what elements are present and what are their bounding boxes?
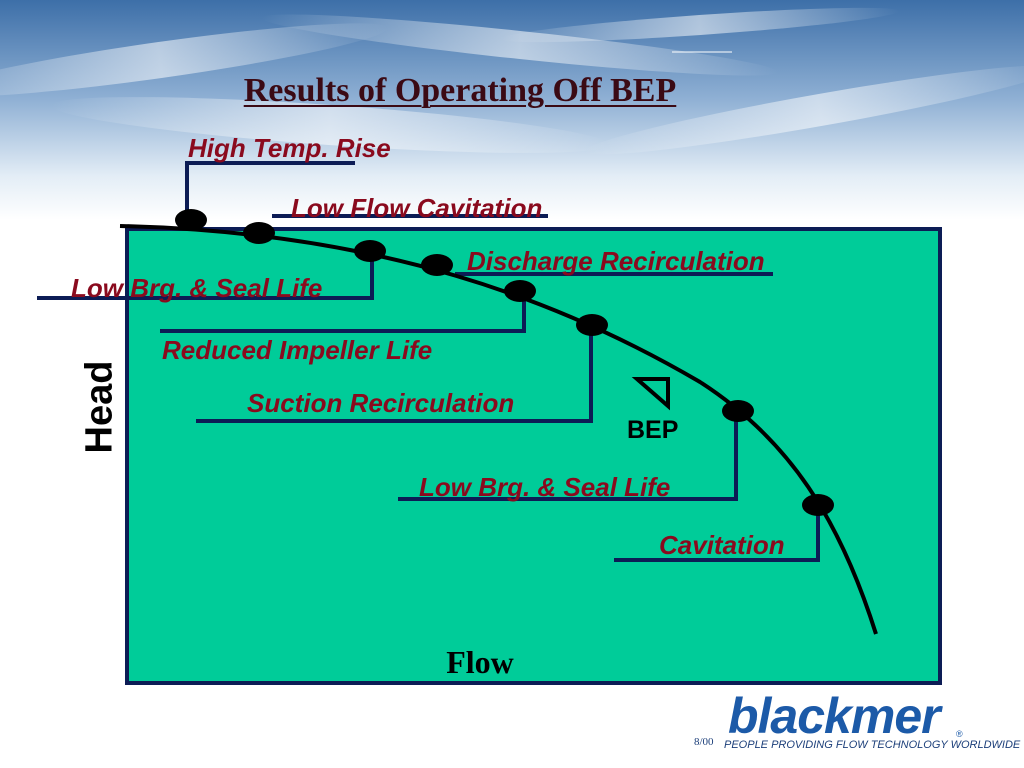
curve-point-reduced-impeller-life: [504, 280, 536, 302]
head-axis-label: Head: [78, 360, 121, 454]
sky-background: [0, 0, 1024, 220]
logo-registered-mark: ®: [956, 729, 963, 739]
curve-point-high-temp-rise: [175, 209, 207, 231]
plot-area: [125, 227, 942, 685]
curve-point-low-brg-seal-life-right: [722, 400, 754, 422]
leader-low-brg-seal-life-left: [37, 252, 374, 300]
slide-title: Results of Operating Off BEP: [243, 72, 677, 109]
curve-point-suction-recirculation: [576, 314, 608, 336]
slide-date: 8/00: [694, 736, 714, 748]
logo-wordmark: blackmer: [728, 688, 941, 744]
curve-point-low-brg-seal-life-left: [354, 240, 386, 262]
label-discharge-recirculation: Discharge Recirculation: [467, 246, 765, 276]
curve-point-low-flow-cavitation: [243, 222, 275, 244]
pump-curve-line: [119, 224, 878, 635]
label-low-brg-seal-life-left: Low Brg. & Seal Life: [71, 273, 323, 303]
leader-low-brg-seal-life-right: [398, 413, 738, 501]
logo-tagline: PEOPLE PROVIDING FLOW TECHNOLOGY WORLDWI…: [724, 739, 1021, 751]
label-low-brg-seal-life-right: Low Brg. & Seal Life: [419, 472, 671, 502]
label-low-flow-cavitation: Low Flow Cavitation: [291, 193, 543, 223]
label-cavitation: Cavitation: [659, 530, 785, 560]
label-suction-recirculation: Suction Recirculation: [247, 388, 515, 418]
curve-point-cavitation: [802, 494, 834, 516]
curve-point-discharge-recirculation: [421, 254, 453, 276]
label-high-temp-rise: High Temp. Rise: [188, 133, 391, 163]
bep-label: BEP: [627, 416, 679, 444]
leader-suction-recirculation: [196, 328, 593, 423]
label-reduced-impeller-life: Reduced Impeller Life: [162, 335, 433, 365]
flow-axis-label: Flow: [446, 644, 514, 680]
leader-reduced-impeller-life: [160, 293, 526, 333]
leader-cavitation: [614, 508, 820, 562]
bep-marker-icon: [631, 377, 670, 411]
leader-high-temp-rise: [185, 161, 355, 218]
blackmer-logo: blackmer ® PEOPLE PROVIDING FLOW TECHNOL…: [724, 688, 1020, 753]
